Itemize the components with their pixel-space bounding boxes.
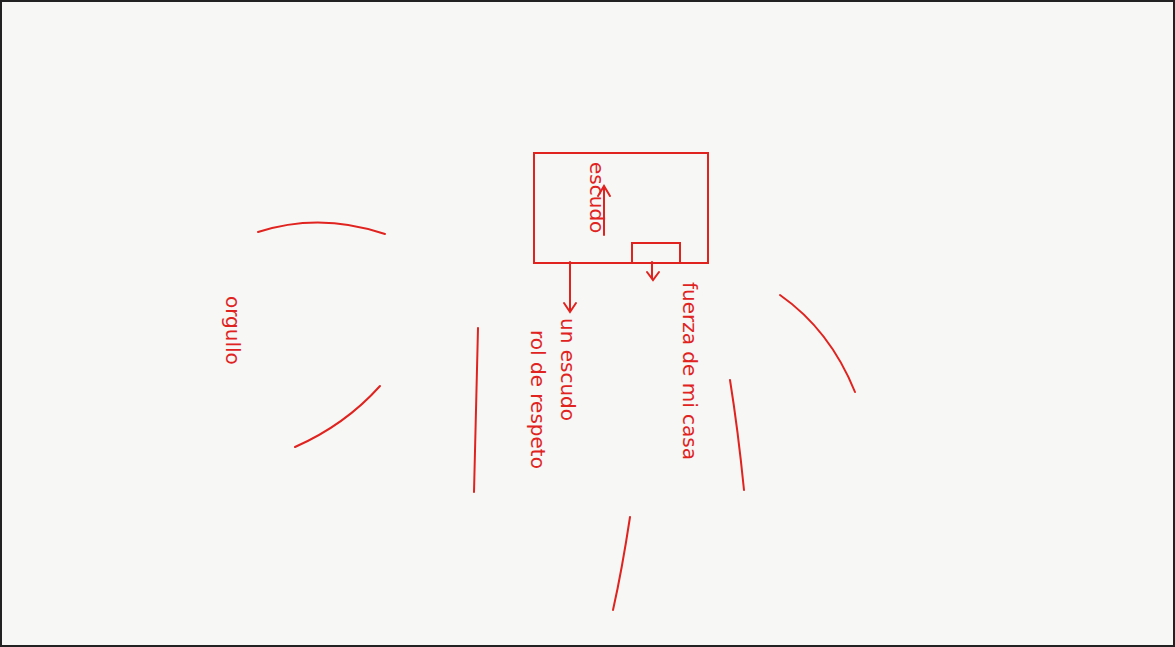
arc-stroke <box>258 222 385 234</box>
arc-stroke <box>730 380 744 490</box>
leader-line <box>651 262 653 278</box>
leader-line <box>569 262 571 310</box>
arc-stroke <box>780 295 855 392</box>
note-label: fuerza de mi casa <box>680 282 700 460</box>
arc-stroke <box>613 517 630 610</box>
note-label: rol de respeto <box>528 330 548 469</box>
note-label: un escudo <box>558 318 578 421</box>
arc-stroke <box>295 386 380 447</box>
note-label: orgullo <box>223 296 243 365</box>
leader-head <box>564 303 576 312</box>
underline <box>474 328 478 492</box>
box-text: escudo <box>587 162 607 233</box>
door-symbol <box>632 243 680 262</box>
sketch-box: escudo <box>533 152 709 264</box>
leader-head <box>647 272 659 280</box>
